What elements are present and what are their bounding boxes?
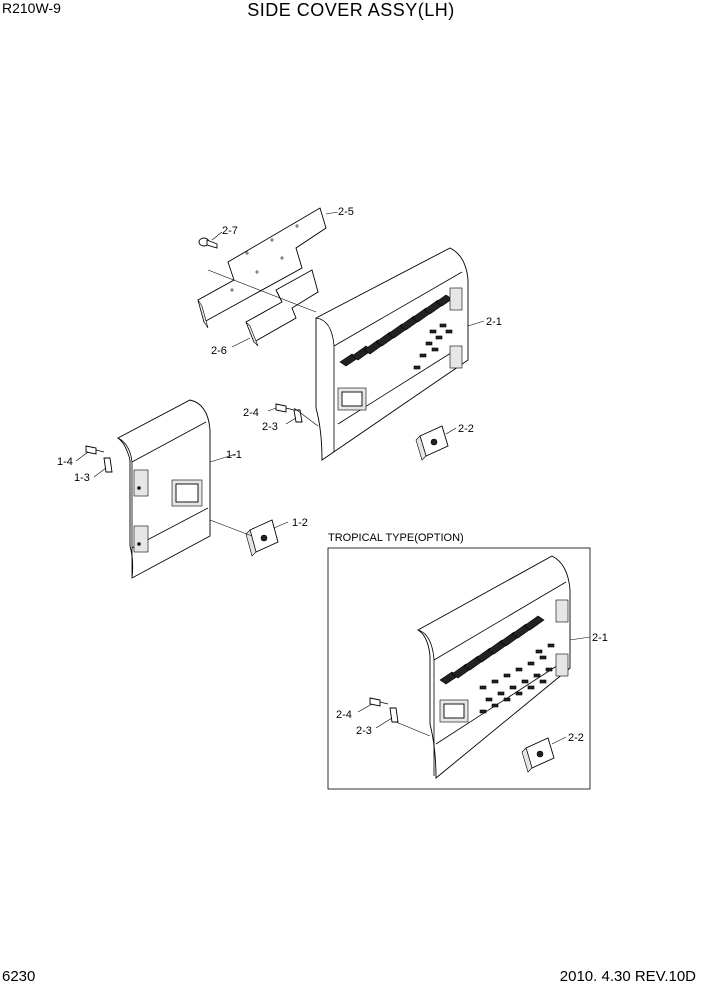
part-1-4-bolt[interactable] xyxy=(85,445,105,455)
part-1-2-latch[interactable] xyxy=(245,519,279,557)
inset-leader-lines xyxy=(357,636,591,745)
part-2-7-clip[interactable] xyxy=(198,237,218,249)
part-2-6-pad[interactable] xyxy=(245,269,319,347)
callout-1-2: 1-2 xyxy=(292,517,308,529)
revision-date: 2010. 4.30 REV.10D xyxy=(559,968,696,985)
tropical-part-2-1-door[interactable] xyxy=(417,555,571,779)
callout-2-1: 2-1 xyxy=(486,316,502,328)
callout-2-3: 2-3 xyxy=(262,421,278,433)
part-2-3-clip[interactable] xyxy=(293,409,303,423)
callout-2-2: 2-2 xyxy=(458,423,474,435)
tropical-part-2-2-latch[interactable] xyxy=(521,737,555,773)
leader-lines xyxy=(75,211,485,537)
tropical-part-2-3-clip[interactable] xyxy=(389,707,399,723)
callout-tropical-2-2: 2-2 xyxy=(568,732,584,744)
part-2-5-pad[interactable] xyxy=(197,207,327,329)
callout-2-4: 2-4 xyxy=(243,407,259,419)
callout-2-5: 2-5 xyxy=(338,206,354,218)
callout-tropical-2-4: 2-4 xyxy=(336,709,352,721)
part-1-1-door[interactable] xyxy=(117,399,211,579)
callout-tropical-2-3: 2-3 xyxy=(356,725,372,737)
model-number: R210W-9 xyxy=(2,0,61,16)
part-2-1-door[interactable] xyxy=(315,247,469,461)
callout-1-1: 1-1 xyxy=(226,449,242,461)
page-title: SIDE COVER ASSY(LH) xyxy=(247,0,455,20)
inset-frame xyxy=(327,547,591,790)
callout-2-7: 2-7 xyxy=(222,225,238,237)
callout-tropical-2-1: 2-1 xyxy=(592,632,608,644)
part-1-3-clip[interactable] xyxy=(103,457,113,473)
part-2-4-bolt[interactable] xyxy=(275,403,295,413)
callout-2-6: 2-6 xyxy=(211,345,227,357)
tropical-part-2-4-bolt[interactable] xyxy=(369,697,389,707)
inset-caption: TROPICAL TYPE(OPTION) xyxy=(328,532,464,544)
callout-1-3: 1-3 xyxy=(74,472,90,484)
part-2-2-latch[interactable] xyxy=(415,425,449,461)
callout-1-4: 1-4 xyxy=(57,456,73,468)
page-number: 6230 xyxy=(2,968,36,985)
